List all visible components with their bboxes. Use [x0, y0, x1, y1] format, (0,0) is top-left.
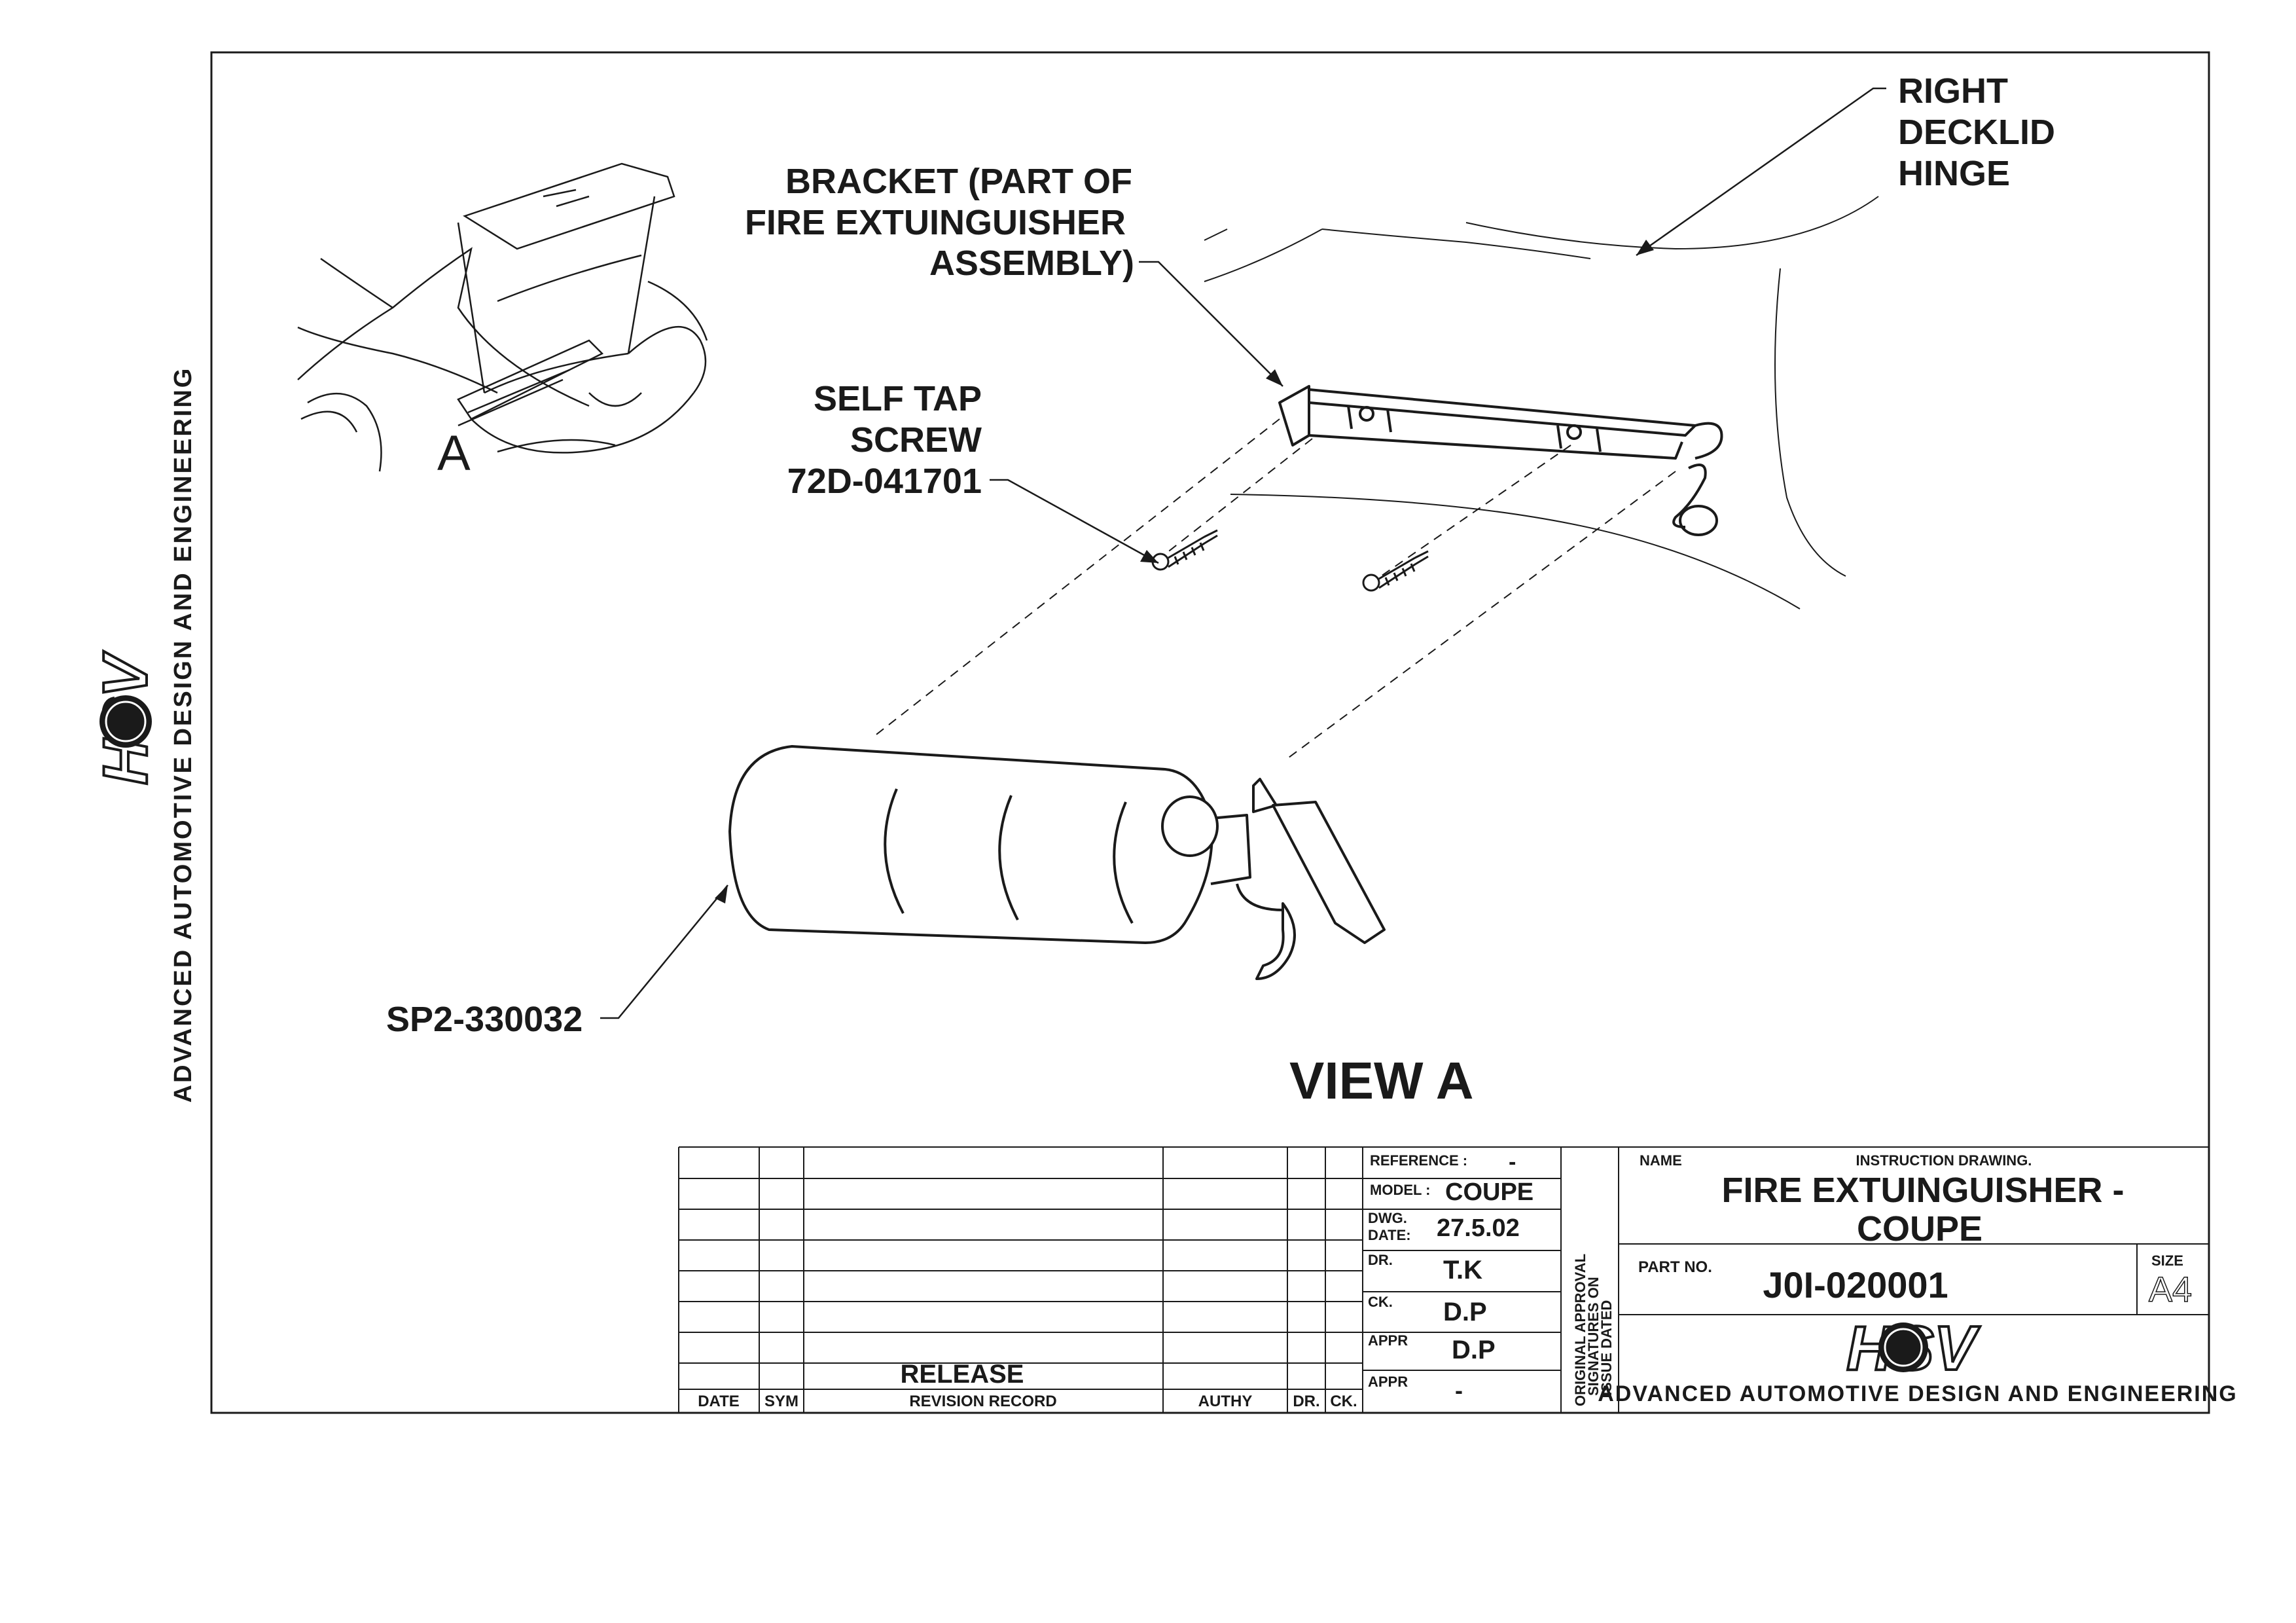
rev-header-sym: SYM	[764, 1393, 798, 1410]
drawing-info-block	[1363, 1147, 1619, 1413]
drawing-title-line2: COUPE	[1857, 1209, 1982, 1249]
dr-label: DR.	[1368, 1252, 1393, 1268]
ck-label: CK.	[1368, 1294, 1393, 1310]
callout-bracket-line3: ASSEMBLY)	[929, 244, 1134, 283]
approval-note-line2: SIGNATURES ON	[1585, 1277, 1602, 1396]
screw-2	[1362, 550, 1429, 592]
appr2-value: -	[1455, 1377, 1463, 1404]
callout-screw-part-number: 72D-041701	[787, 462, 982, 501]
dwg-date-label-1: DWG.	[1368, 1210, 1407, 1226]
hsv-lion-badge-side	[99, 695, 152, 748]
callout-bracket-line2: FIRE EXTUINGUISHER	[745, 203, 1126, 242]
callout-extinguisher-part-number: SP2-330032	[386, 1000, 583, 1039]
name-label: NAME	[1640, 1152, 1682, 1169]
title-block	[1619, 1243, 2209, 1315]
rev-header-ck: CK.	[1330, 1393, 1357, 1410]
rev-header-revision-record: REVISION RECORD	[909, 1393, 1056, 1410]
reference-value: -	[1509, 1150, 1516, 1175]
approval-note: ORIGINAL APPROVAL SIGNATURES ON ISSUE DA…	[1572, 1254, 1615, 1406]
callout-screw-line2: SCREW	[850, 420, 982, 460]
leader-lines	[600, 87, 1886, 1019]
car-trunk-inset	[297, 162, 708, 472]
ck-value: D.P	[1443, 1298, 1487, 1326]
revision-table	[678, 1146, 2209, 1413]
drawing-title-line1: FIRE EXTUINGUISHER -	[1721, 1171, 2124, 1210]
leader-arrowheads	[715, 240, 1654, 903]
approval-note-line3: ISSUE DATED	[1598, 1300, 1615, 1396]
appr1-value: D.P	[1452, 1336, 1496, 1364]
dr-value: T.K	[1443, 1256, 1482, 1285]
part-number: J0I-020001	[1763, 1264, 1948, 1305]
appr1-label: APPR	[1368, 1332, 1408, 1349]
hsv-logo-side: HSV	[89, 649, 162, 786]
hsv-logo-title: HSV	[1845, 1312, 1981, 1385]
callout-bracket-line1: BRACKET (PART OF	[785, 162, 1132, 201]
model-label: MODEL :	[1370, 1182, 1430, 1198]
title-block-tagline: ADVANCED AUTOMOTIVE DESIGN AND ENGINEERI…	[1598, 1381, 2238, 1406]
rev-header-dr: DR.	[1293, 1393, 1319, 1410]
dwg-date-value: 27.5.02	[1437, 1214, 1520, 1242]
view-title: VIEW A	[1289, 1051, 1473, 1110]
side-branding: HSV ADVANCED AUTOMOTIVE DESIGN AND ENGIN…	[89, 367, 197, 1103]
callout-hinge-line2: DECKLID	[1898, 113, 2055, 152]
callout-screw-line1: SELF TAP	[814, 379, 982, 418]
callout-hinge-line1: RIGHT	[1898, 71, 2008, 111]
sheet-size: A4	[2149, 1270, 2192, 1309]
document-type: INSTRUCTION DRAWING.	[1856, 1152, 2032, 1169]
screw-1	[1151, 529, 1218, 571]
revision-entry: RELEASE	[901, 1360, 1024, 1389]
fire-extinguisher-illustration	[728, 745, 1386, 980]
side-tagline: ADVANCED AUTOMOTIVE DESIGN AND ENGINEERI…	[170, 367, 197, 1103]
reference-label: REFERENCE :	[1370, 1152, 1467, 1169]
size-label: SIZE	[2151, 1252, 2183, 1269]
body-panel-lines	[1204, 196, 1879, 610]
callout-hinge-line3: HINGE	[1898, 154, 2010, 193]
part-no-label: PART NO.	[1638, 1258, 1712, 1276]
rev-header-authy: AUTHY	[1198, 1393, 1253, 1410]
assembly-dash-lines	[873, 418, 1676, 760]
model-value: COUPE	[1445, 1178, 1534, 1206]
rev-header-date: DATE	[698, 1393, 740, 1410]
appr2-label: APPR	[1368, 1374, 1408, 1390]
approval-note-line1: ORIGINAL APPROVAL	[1572, 1254, 1588, 1406]
drawing-border	[210, 51, 2210, 1414]
bracket-illustration	[1278, 385, 1723, 536]
dwg-date-label-2: DATE:	[1368, 1227, 1411, 1243]
view-marker-a: A	[437, 426, 471, 481]
